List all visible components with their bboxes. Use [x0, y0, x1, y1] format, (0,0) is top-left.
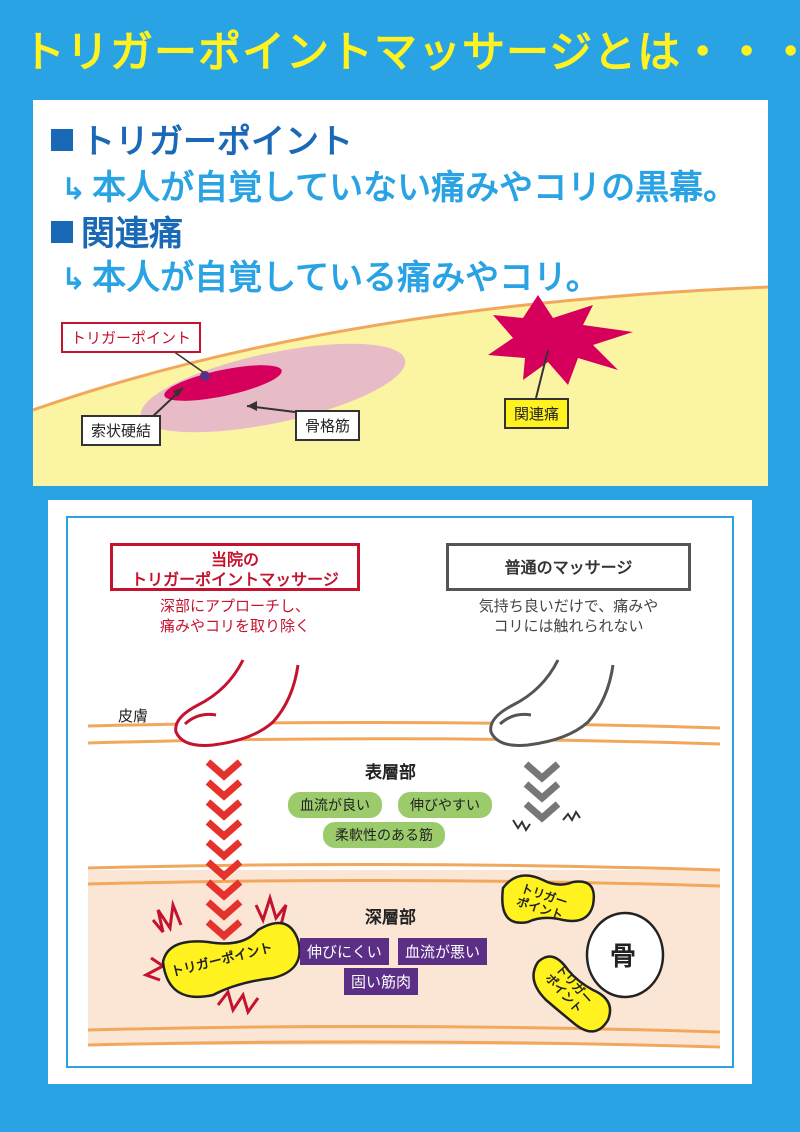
- comparison-panel: 当院の トリガーポイントマッサージ 深部にアプローチし、 痛みやコリを取り除く …: [45, 497, 755, 1087]
- pain-burst-icon: [142, 892, 288, 1016]
- heading-trigger-point: トリガーポイント: [51, 114, 353, 163]
- trigger-point-dot: [200, 371, 210, 381]
- subheading-trigger-point: ↳本人が自覚していない痛みやコリの黒幕。: [61, 168, 738, 208]
- skin-line: [33, 285, 768, 412]
- nail-right: [498, 712, 532, 726]
- label-taut-band: 索状硬結: [81, 415, 162, 446]
- normal-massage-box: 普通のマッサージ: [446, 543, 691, 591]
- squiggle-icon: [562, 810, 581, 822]
- deep-tag: 固い筋肉: [344, 968, 419, 995]
- return-arrow-icon: ↳: [61, 172, 87, 207]
- skin-area: [33, 287, 768, 486]
- pointer-line: [535, 349, 549, 399]
- deep-line-bottom: [87, 1024, 721, 1034]
- nail-left: [183, 712, 217, 726]
- skeletal-muscle-shape: [140, 343, 406, 433]
- deep-tag: 伸びにくい: [300, 938, 389, 965]
- square-bullet-icon: [51, 129, 73, 151]
- arrow-head: [247, 401, 257, 411]
- surface-layer-label: 表層部: [365, 763, 416, 783]
- surface-tag: 柔軟性のある筋: [323, 822, 445, 848]
- skin-label: 皮膚: [118, 707, 149, 725]
- finger-right-icon: [489, 659, 615, 747]
- surface-tag: 血流が良い: [288, 792, 382, 818]
- trigger-point-shape-left: [161, 921, 301, 999]
- return-arrow-icon: ↳: [61, 262, 87, 297]
- trigger-point-shape-right-bottom: [532, 955, 612, 1033]
- finger-left-icon: [174, 659, 300, 747]
- deep-tag: 血流が悪い: [398, 938, 488, 965]
- label-skeletal-muscle: 骨格筋: [295, 410, 361, 441]
- bone-label: 骨: [610, 942, 637, 972]
- shallow-pressure-arrows: [523, 761, 561, 823]
- label-trigger-point: トリガーポイント: [61, 322, 202, 353]
- top-panel: トリガーポイント ↳本人が自覚していない痛みやコリの黒幕。 関連痛 ↳本人が自覚…: [33, 100, 768, 486]
- bone-shape: [585, 911, 665, 999]
- heading-referred-pain: 関連痛: [51, 206, 183, 255]
- normal-massage-description: 気持ち良いだけで、痛みや コリには触れられない: [478, 597, 659, 635]
- layer-illustration: [87, 659, 721, 1049]
- inner-frame: [66, 516, 734, 1068]
- squiggle-icon: [512, 819, 531, 832]
- label-referred-pain: 関連痛: [504, 398, 570, 429]
- subheading-referred-pain: ↳本人が自覚している痛みやコリ。: [61, 258, 600, 298]
- deep-layer-label: 深層部: [365, 908, 416, 928]
- deep-line-top: [87, 862, 721, 872]
- trigger-point-shape-right-top: [501, 874, 596, 925]
- taut-band-shape: [164, 365, 282, 401]
- deep-line-2: [87, 878, 721, 888]
- arrow-head: [173, 388, 183, 397]
- deep-pressure-arrows: [205, 759, 243, 941]
- page-title: トリガーポイントマッサージとは・・・: [22, 28, 800, 78]
- deep-line-bottom2: [87, 1040, 721, 1049]
- square-bullet-icon: [51, 221, 73, 243]
- skin-line-bottom: [87, 737, 721, 746]
- muscle-illustration: [33, 285, 768, 486]
- surface-tag: 伸びやすい: [398, 792, 492, 818]
- our-massage-description: 深部にアプローチし、 痛みやコリを取り除く: [159, 597, 310, 635]
- referred-pain-burst: [488, 295, 633, 385]
- our-massage-box: 当院の トリガーポイントマッサージ: [110, 543, 360, 591]
